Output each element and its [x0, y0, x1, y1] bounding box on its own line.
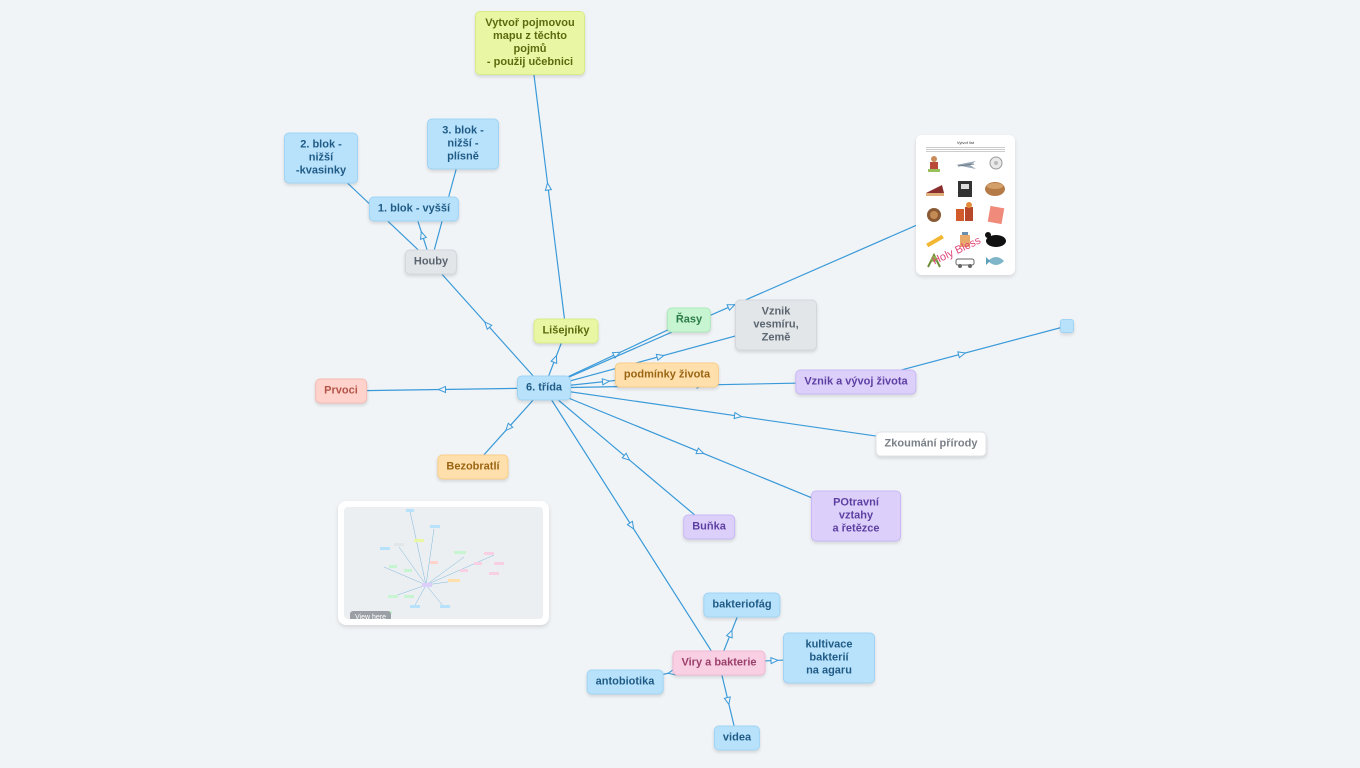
jars-icon [960, 232, 970, 247]
node-houby[interactable]: Houby [404, 249, 458, 275]
node-blok-2[interactable]: 2. blok - nižší -kvasinky [284, 132, 358, 184]
pencil-icon [926, 234, 944, 248]
worksheet-text-lines [926, 146, 1005, 152]
edge-arrow-center-prvoci [437, 385, 447, 394]
node-antobiotika[interactable]: antobiotika [586, 669, 664, 695]
person-icon [928, 156, 940, 172]
node-viry-a-bakterie[interactable]: Viry a bakterie [672, 650, 766, 676]
toilet-paper-icon [989, 156, 1003, 170]
node-empty[interactable] [1060, 319, 1074, 333]
book-icon [987, 205, 1005, 225]
edge-arrow-center-bunka [621, 452, 631, 461]
car-icon [955, 258, 975, 268]
node-vytvor-pojmovou-mapu[interactable]: Vytvoř pojmovou mapu z těchto pojmů - po… [475, 11, 585, 75]
node-vznik-vesmiru[interactable]: Vznik vesmíru, Země [735, 299, 817, 351]
edge-arrow-center-rasy [611, 351, 622, 359]
node-prvoci[interactable]: Prvoci [315, 378, 367, 404]
node-zkoumani-prirody[interactable]: Zkoumání přírody [875, 431, 987, 457]
frog-icon [927, 252, 941, 268]
edge-arrow-center-podminky [601, 378, 611, 386]
edge-arrow-center-zkoumani [733, 411, 743, 420]
cookies-icon [927, 208, 941, 222]
edge-arrow-center-houby [483, 321, 493, 331]
cake-icon [926, 185, 944, 196]
node-bezobratli[interactable]: Bezobratlí [437, 454, 509, 480]
node-videa[interactable]: videa [713, 725, 761, 751]
edge-arrow-center-image [726, 304, 736, 312]
node-lisejniky[interactable]: Lišejníky [533, 318, 599, 344]
node-potravni-vztahy[interactable]: POtravní vztahy a řetězce [811, 490, 901, 542]
node-6-trida[interactable]: 6. třída [516, 375, 572, 401]
node-bunka[interactable]: Buňka [683, 514, 735, 540]
worksheet-image-card[interactable]: Vytvoř list Holy Bless [916, 135, 1015, 275]
map-preview-thumbnail: View here [344, 507, 543, 619]
edge-arrow-vznik-empty [957, 351, 967, 359]
edge-arrow-houby-blok1 [419, 230, 428, 240]
edge-arrow-viry-videa [723, 696, 731, 706]
edge-arrow-center-vesmir [655, 353, 666, 362]
view-here-button[interactable]: View here [350, 611, 392, 619]
edge-arrow-center-bezobratli [504, 422, 514, 432]
plane-icon [956, 161, 976, 169]
node-kultivace-bakterii[interactable]: kultivace bakterií na agaru [783, 632, 875, 684]
drinks-icon [956, 202, 973, 221]
bread-icon [985, 182, 1005, 196]
map-preview-card[interactable]: View here [338, 501, 549, 625]
mini-map [380, 509, 504, 614]
node-blok-1[interactable]: 1. blok - vyšší [368, 196, 460, 222]
cash-machine-icon [958, 181, 972, 197]
worksheet-title: Vytvoř list [956, 140, 975, 145]
edge-arrow-center-lisejniky [550, 354, 558, 365]
edge-arrow-lisejniky-vytvor [544, 181, 553, 191]
leopard-icon [985, 232, 1006, 247]
node-rasy[interactable]: Řasy [666, 307, 712, 333]
node-podminky-zivota[interactable]: podmínky života [614, 362, 720, 388]
edge-arrow-center-potravni [695, 447, 705, 455]
node-blok-3[interactable]: 3. blok - nižší - plísně [427, 118, 499, 170]
edge-arrow-viry-kultivace [770, 656, 780, 665]
edge-arrow-viry-bakteriofag [725, 629, 733, 639]
worksheet-pictures: Holy Bless [926, 156, 1006, 268]
node-vznik-a-vyvoj-zivota[interactable]: Vznik a vývoj života [795, 369, 917, 395]
edge-arrow-center-viry [626, 520, 635, 530]
fish-icon [986, 257, 1004, 265]
node-bakteriofag[interactable]: bakteriofág [703, 592, 781, 618]
